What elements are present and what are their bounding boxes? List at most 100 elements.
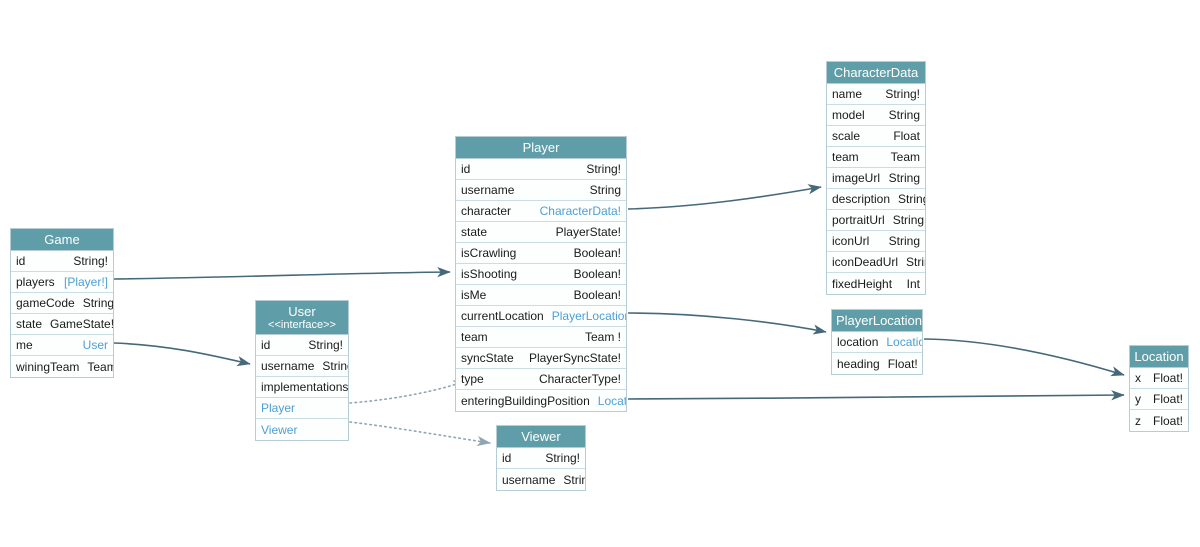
entity-viewer-name: Viewer	[521, 429, 561, 444]
field-row[interactable]: players [Player!]	[11, 272, 113, 293]
entity-user-stereotype: <<interface>>	[268, 319, 336, 331]
entity-characterdata[interactable]: CharacterData name String! model String …	[826, 61, 926, 295]
field-type: GameState!	[50, 317, 113, 331]
implementations-header: implementations	[256, 377, 348, 398]
field-row[interactable]: team Team !	[456, 327, 626, 348]
field-row[interactable]: character CharacterData!	[456, 201, 626, 222]
field-type: String	[892, 213, 925, 227]
field-row[interactable]: name String!	[827, 84, 925, 105]
entity-location[interactable]: Location x Float! y Float! z Float!	[1129, 345, 1189, 432]
field-row[interactable]: currentLocation PlayerLocation!	[456, 306, 626, 327]
entity-user[interactable]: User <<interface>> id String! username S…	[255, 300, 349, 441]
field-type: Boolean!	[573, 288, 621, 302]
field-name: isShooting	[461, 267, 518, 281]
field-row[interactable]: state PlayerState!	[456, 222, 626, 243]
field-name: name	[832, 87, 863, 101]
field-row[interactable]: winingTeam Team	[11, 356, 113, 377]
field-row[interactable]: id String!	[456, 159, 626, 180]
field-row[interactable]: state GameState!	[11, 314, 113, 335]
field-name: imageUrl	[832, 171, 881, 185]
edge-playerlocation-location-to-location	[923, 338, 1125, 377]
field-name: id	[461, 162, 471, 176]
implementation-player[interactable]: Player	[256, 398, 348, 419]
field-name: fixedHeight	[832, 276, 893, 291]
field-row[interactable]: isCrawling Boolean!	[456, 243, 626, 264]
field-row[interactable]: syncState PlayerSyncState!	[456, 348, 626, 369]
field-row[interactable]: iconDeadUrl String	[827, 252, 925, 273]
field-name: y	[1135, 392, 1141, 406]
field-type: String	[563, 472, 585, 487]
field-row[interactable]: id String!	[256, 335, 348, 356]
field-row[interactable]: location Location!	[832, 332, 922, 353]
field-row[interactable]: username String	[456, 180, 626, 201]
field-name: portraitUrl	[832, 213, 885, 227]
field-row[interactable]: y Float!	[1130, 389, 1188, 410]
entity-player[interactable]: Player id String! username String charac…	[455, 136, 627, 412]
field-row[interactable]: imageUrl String	[827, 168, 925, 189]
field-type: String	[888, 108, 920, 122]
field-row[interactable]: type CharacterType!	[456, 369, 626, 390]
field-type: Float	[893, 129, 920, 143]
field-type: String	[888, 171, 920, 185]
field-row[interactable]: fixedHeight Int	[827, 273, 925, 294]
field-type: Float!	[1152, 413, 1183, 428]
field-name: location	[837, 335, 879, 349]
field-row[interactable]: enteringBuildingPosition Location	[456, 390, 626, 411]
implementation-name: Viewer	[261, 422, 298, 437]
field-type: String	[906, 255, 925, 269]
field-type: String	[322, 359, 348, 373]
field-row[interactable]: description String	[827, 189, 925, 210]
entity-game-title: Game	[11, 229, 113, 251]
field-name: enteringBuildingPosition	[461, 393, 590, 408]
field-type: String!	[308, 338, 343, 352]
field-type: String!	[82, 296, 113, 310]
entity-location-name: Location	[1134, 349, 1184, 364]
field-name: username	[261, 359, 315, 373]
field-type: Team	[890, 150, 920, 164]
field-name: scale	[832, 129, 861, 143]
field-name: state	[461, 225, 488, 239]
field-row[interactable]: z Float!	[1130, 410, 1188, 431]
field-name: currentLocation	[461, 309, 544, 323]
field-row[interactable]: isMe Boolean!	[456, 285, 626, 306]
field-name: state	[16, 317, 43, 331]
field-row[interactable]: isShooting Boolean!	[456, 264, 626, 285]
field-row[interactable]: username String	[256, 356, 348, 377]
implementation-name: Player	[261, 401, 296, 415]
edge-user-implements-viewer	[349, 421, 491, 447]
field-row[interactable]: portraitUrl String	[827, 210, 925, 231]
field-type: [Player!]	[63, 275, 108, 289]
field-row[interactable]: team Team	[827, 147, 925, 168]
field-name: players	[16, 275, 55, 289]
field-row[interactable]: x Float!	[1130, 368, 1188, 389]
field-row[interactable]: gameCode String!	[11, 293, 113, 314]
entity-playerlocation-name: PlayerLocation	[836, 313, 922, 328]
field-name: id	[261, 338, 271, 352]
implementation-viewer[interactable]: Viewer	[256, 419, 348, 440]
edge-player-character-to-characterdata	[627, 184, 822, 210]
field-type: CharacterType!	[538, 372, 621, 386]
field-name: iconDeadUrl	[832, 255, 899, 269]
field-name: id	[16, 254, 26, 268]
field-row[interactable]: id String!	[497, 448, 585, 469]
entity-player-name: Player	[522, 140, 560, 155]
field-row[interactable]: username String	[497, 469, 585, 490]
field-row[interactable]: id String!	[11, 251, 113, 272]
entity-playerlocation[interactable]: PlayerLocation location Location! headin…	[831, 309, 923, 375]
field-row[interactable]: me User	[11, 335, 113, 356]
field-type: String!	[586, 162, 621, 176]
field-name: team	[461, 330, 488, 344]
field-type: PlayerLocation!	[551, 309, 626, 323]
field-row[interactable]: iconUrl String	[827, 231, 925, 252]
field-row[interactable]: scale Float	[827, 126, 925, 147]
field-type: PlayerState!	[555, 225, 621, 239]
entity-playerlocation-title: PlayerLocation	[832, 310, 922, 332]
field-type: PlayerSyncState!	[528, 351, 621, 365]
field-row[interactable]: model String	[827, 105, 925, 126]
field-name: id	[502, 451, 512, 465]
entity-viewer[interactable]: Viewer id String! username String	[496, 425, 586, 491]
field-type: Boolean!	[573, 267, 621, 281]
entity-game[interactable]: Game id String! players [Player!] gameCo…	[10, 228, 114, 378]
field-row[interactable]: heading Float!	[832, 353, 922, 374]
